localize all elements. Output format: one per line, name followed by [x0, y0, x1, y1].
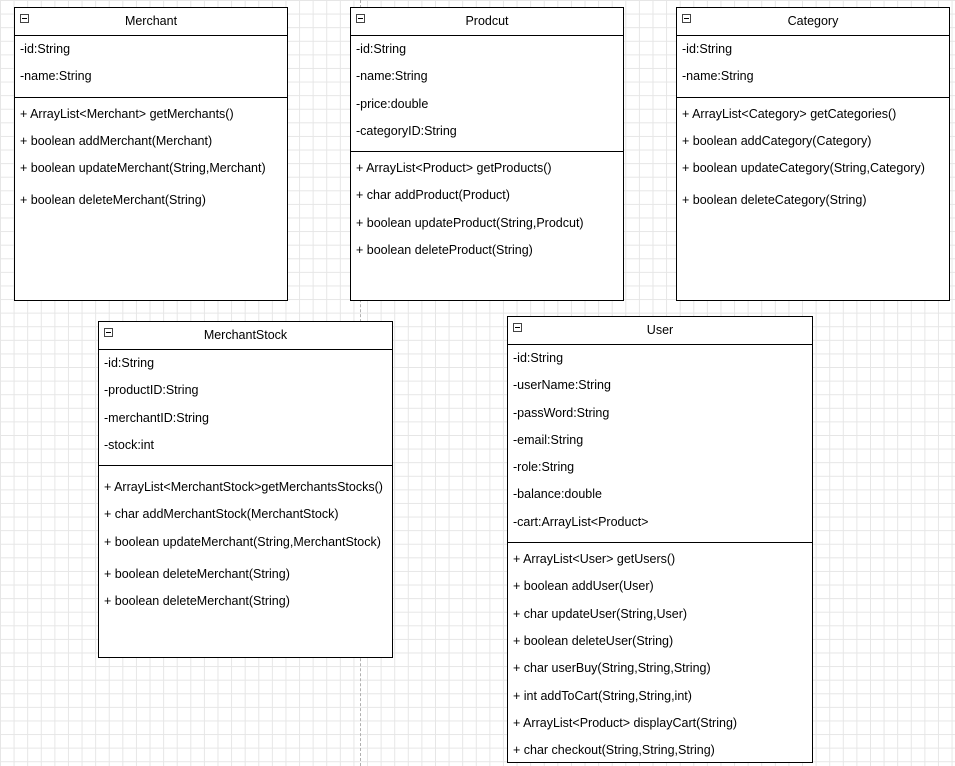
operation-row: + char addProduct(Product): [356, 188, 510, 203]
collapse-icon[interactable]: [20, 14, 29, 23]
attribute-row: -name:String: [682, 69, 754, 84]
operation-row: + ArrayList<Product> displayCart(String): [513, 715, 738, 730]
attribute-list: -id:String -name:String: [677, 36, 949, 98]
attribute-row: -name:String: [356, 69, 428, 84]
class-user[interactable]: User -id:String -userName:String -passWo…: [507, 316, 813, 763]
operation-row: + boolean deleteMerchant(String): [104, 594, 290, 609]
attribute-row: -userName:String: [513, 378, 611, 393]
attribute-row: -email:String: [513, 432, 584, 447]
attribute-row: -passWord:String: [513, 405, 610, 420]
class-category[interactable]: Category -id:String -name:String + Array…: [676, 7, 950, 301]
attribute-row: -cart:ArrayList<Product>: [513, 514, 649, 529]
operation-list: + ArrayList<Category> getCategories() + …: [677, 98, 949, 215]
attribute-row: -role:String: [513, 460, 575, 475]
operation-row: + char addMerchantStock(MerchantStock): [104, 507, 339, 522]
operation-list: + ArrayList<MerchantStock>getMerchantsSt…: [99, 466, 392, 615]
class-header: MerchantStock: [99, 322, 392, 350]
attribute-row: -name:String: [20, 69, 92, 84]
operation-row: + ArrayList<Merchant> getMerchants(): [20, 106, 234, 121]
operation-row: + char checkout(String,String,String): [513, 743, 715, 758]
operation-row: + boolean updateProduct(String,Prodcut): [356, 215, 584, 230]
class-product[interactable]: Prodcut -id:String -name:String -price:d…: [350, 7, 624, 301]
operation-list: + ArrayList<Product> getProducts() + cha…: [351, 152, 623, 264]
operation-row: + boolean deleteUser(String): [513, 633, 674, 648]
attribute-row: -balance:double: [513, 487, 602, 502]
operation-row: + ArrayList<MerchantStock>getMerchantsSt…: [104, 480, 383, 495]
attribute-row: -id:String: [356, 42, 407, 56]
operation-row: + ArrayList<Category> getCategories(): [682, 106, 897, 121]
attribute-row: -id:String: [513, 351, 564, 365]
attribute-row: -productID:String: [104, 383, 199, 398]
attribute-row: -stock:int: [104, 437, 155, 452]
operation-row: + boolean addUser(User): [513, 579, 654, 594]
operation-row: + boolean updateMerchant(String,Merchant…: [20, 161, 266, 176]
class-header: Prodcut: [351, 8, 623, 36]
class-name: MerchantStock: [203, 328, 288, 342]
collapse-icon[interactable]: [513, 323, 522, 332]
operation-row: + int addToCart(String,String,int): [513, 688, 692, 703]
operation-list: + ArrayList<User> getUsers() + boolean a…: [508, 543, 812, 764]
operation-row: + boolean addCategory(Category): [682, 133, 872, 148]
operation-row: + boolean deleteMerchant(String): [104, 567, 290, 582]
collapse-icon[interactable]: [104, 328, 113, 337]
attribute-row: -merchantID:String: [104, 410, 209, 425]
operation-row: + boolean deleteMerchant(String): [20, 193, 206, 208]
operation-row: + boolean updateMerchant(String,Merchant…: [104, 534, 381, 549]
operation-list: + ArrayList<Merchant> getMerchants() + b…: [15, 98, 287, 215]
operation-row: + char userBuy(String,String,String): [513, 661, 711, 676]
collapse-icon[interactable]: [682, 14, 691, 23]
operation-row: + boolean updateCategory(String,Category…: [682, 161, 925, 176]
operation-row: + ArrayList<User> getUsers(): [513, 552, 676, 567]
class-merchant[interactable]: Merchant -id:String -name:String + Array…: [14, 7, 288, 301]
class-header: User: [508, 317, 812, 345]
attribute-list: -id:String -productID:String -merchantID…: [99, 350, 392, 467]
attribute-row: -id:String: [104, 356, 155, 370]
operation-row: + boolean deleteCategory(String): [682, 193, 867, 208]
operation-row: + boolean deleteProduct(String): [356, 243, 533, 258]
class-name: User: [646, 323, 674, 337]
operation-row: + char updateUser(String,User): [513, 606, 688, 621]
attribute-row: -price:double: [356, 96, 429, 111]
operation-row: + ArrayList<Product> getProducts(): [356, 161, 552, 176]
attribute-list: -id:String -userName:String -passWord:St…: [508, 345, 812, 544]
attribute-row: -categoryID:String: [356, 123, 457, 138]
class-header: Merchant: [15, 8, 287, 36]
attribute-row: -id:String: [20, 42, 71, 56]
class-merchant-stock[interactable]: MerchantStock -id:String -productID:Stri…: [98, 321, 393, 658]
class-name: Merchant: [124, 14, 178, 28]
operation-row: + boolean addMerchant(Merchant): [20, 133, 213, 148]
collapse-icon[interactable]: [356, 14, 365, 23]
attribute-list: -id:String -name:String: [15, 36, 287, 98]
class-name: Category: [787, 14, 839, 28]
class-header: Category: [677, 8, 949, 36]
attribute-list: -id:String -name:String -price:double -c…: [351, 36, 623, 153]
attribute-row: -id:String: [682, 42, 733, 56]
class-name: Prodcut: [465, 14, 509, 28]
